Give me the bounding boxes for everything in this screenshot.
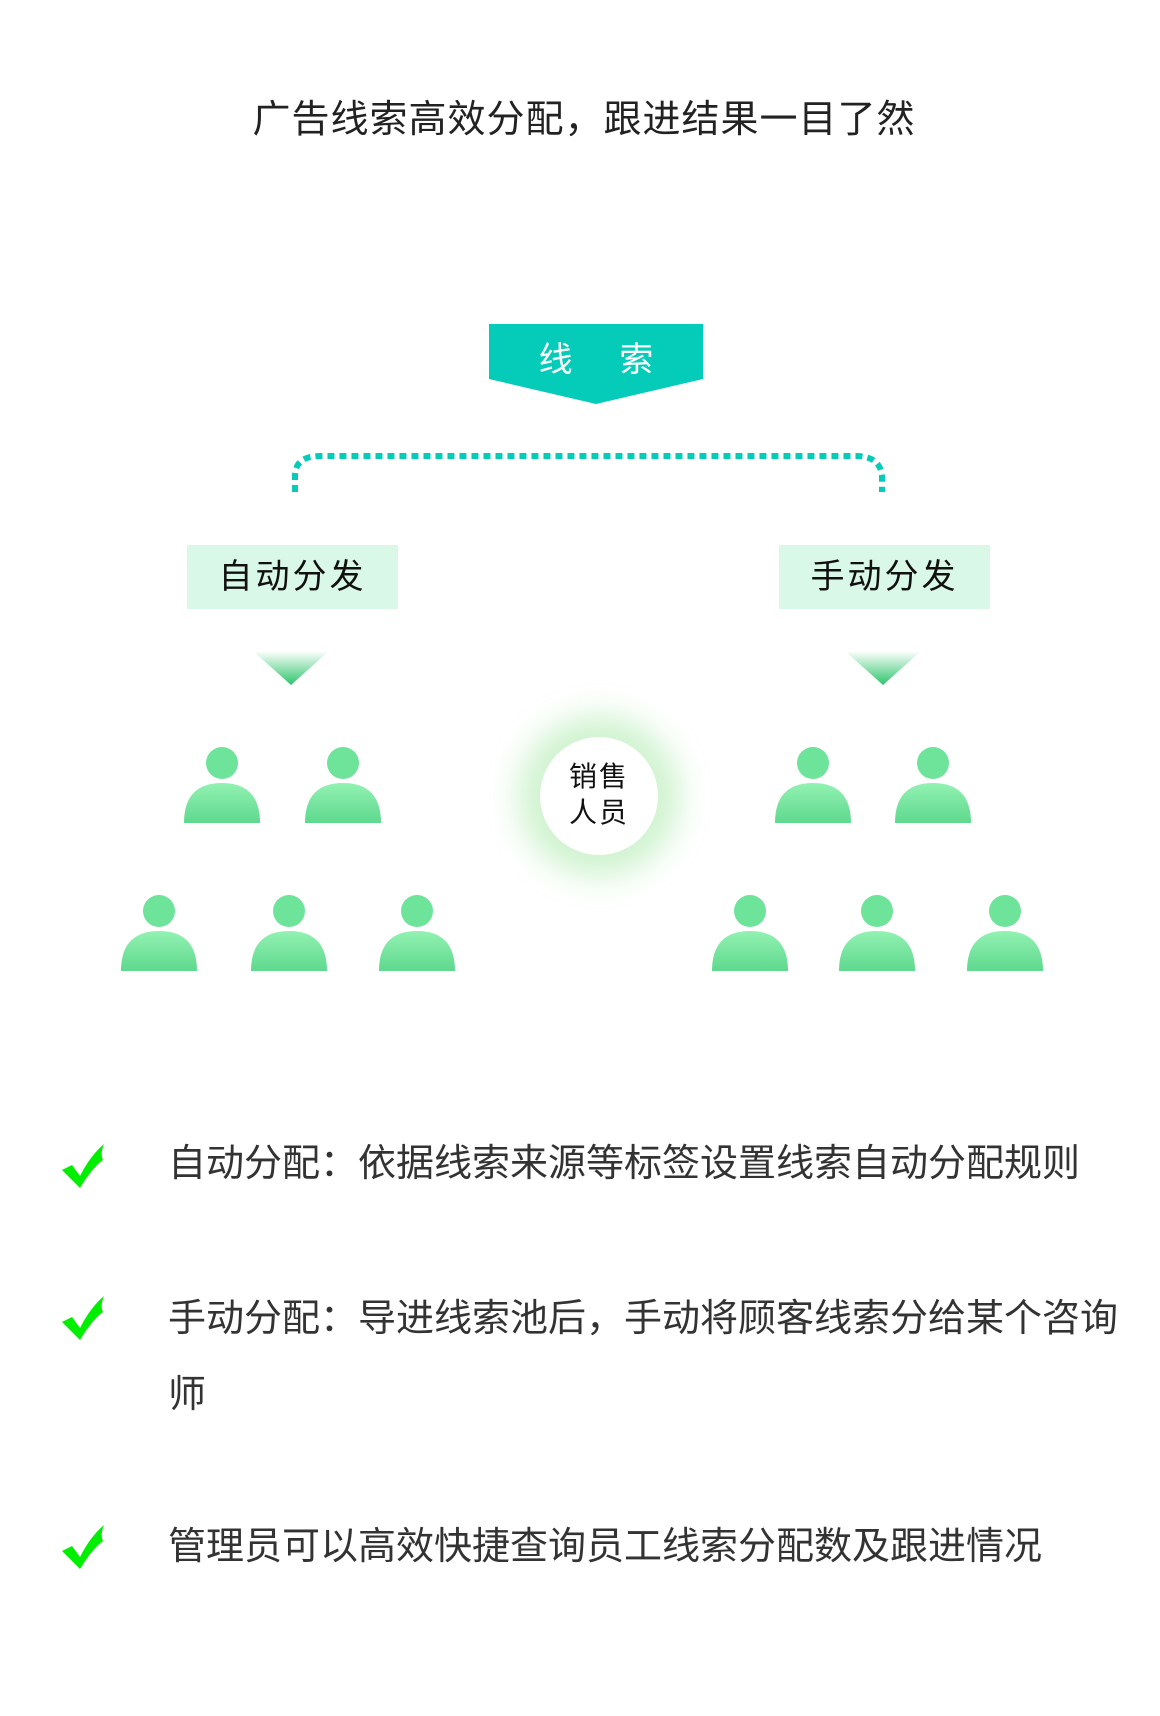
leads-banner: 线 索 xyxy=(489,324,703,404)
person-icon xyxy=(119,895,199,971)
banner-label: 线 索 xyxy=(538,340,672,380)
sales-staff-circle: 销售 人员 xyxy=(540,737,658,855)
page-title: 广告线索高效分配，跟进结果一目了然 xyxy=(252,97,916,141)
person-icon xyxy=(377,895,457,971)
person-icon xyxy=(893,747,973,823)
person-icon xyxy=(773,747,853,823)
person-icon xyxy=(303,747,383,823)
feature-admin: 管理员可以高效快捷查询员工线索分配数及跟进情况 xyxy=(168,1524,1043,1568)
check-icon xyxy=(62,1296,106,1340)
feature-auto: 自动分配：依据线索来源等标签设置线索自动分配规则 xyxy=(168,1141,1081,1185)
sales-label-line2: 人员 xyxy=(568,796,629,829)
check-icon xyxy=(62,1144,106,1188)
person-icon xyxy=(837,895,917,971)
feature-manual: 手动分配：导进线索池后，手动将顾客线索分给某个咨询师 xyxy=(168,1296,1119,1416)
person-icon xyxy=(710,895,790,971)
down-arrow-icon xyxy=(845,651,921,685)
banner-shape xyxy=(489,324,703,404)
sales-label-line1: 销售 xyxy=(568,760,629,793)
person-icon xyxy=(182,747,262,823)
auto-distribute-box: 自动分发 xyxy=(187,545,398,609)
check-icon xyxy=(62,1525,106,1569)
person-icon xyxy=(249,895,329,971)
dotted-bracket xyxy=(292,453,885,492)
down-arrow-icon xyxy=(253,651,329,685)
person-icon xyxy=(965,895,1045,971)
manual-distribute-box: 手动分发 xyxy=(779,545,990,609)
